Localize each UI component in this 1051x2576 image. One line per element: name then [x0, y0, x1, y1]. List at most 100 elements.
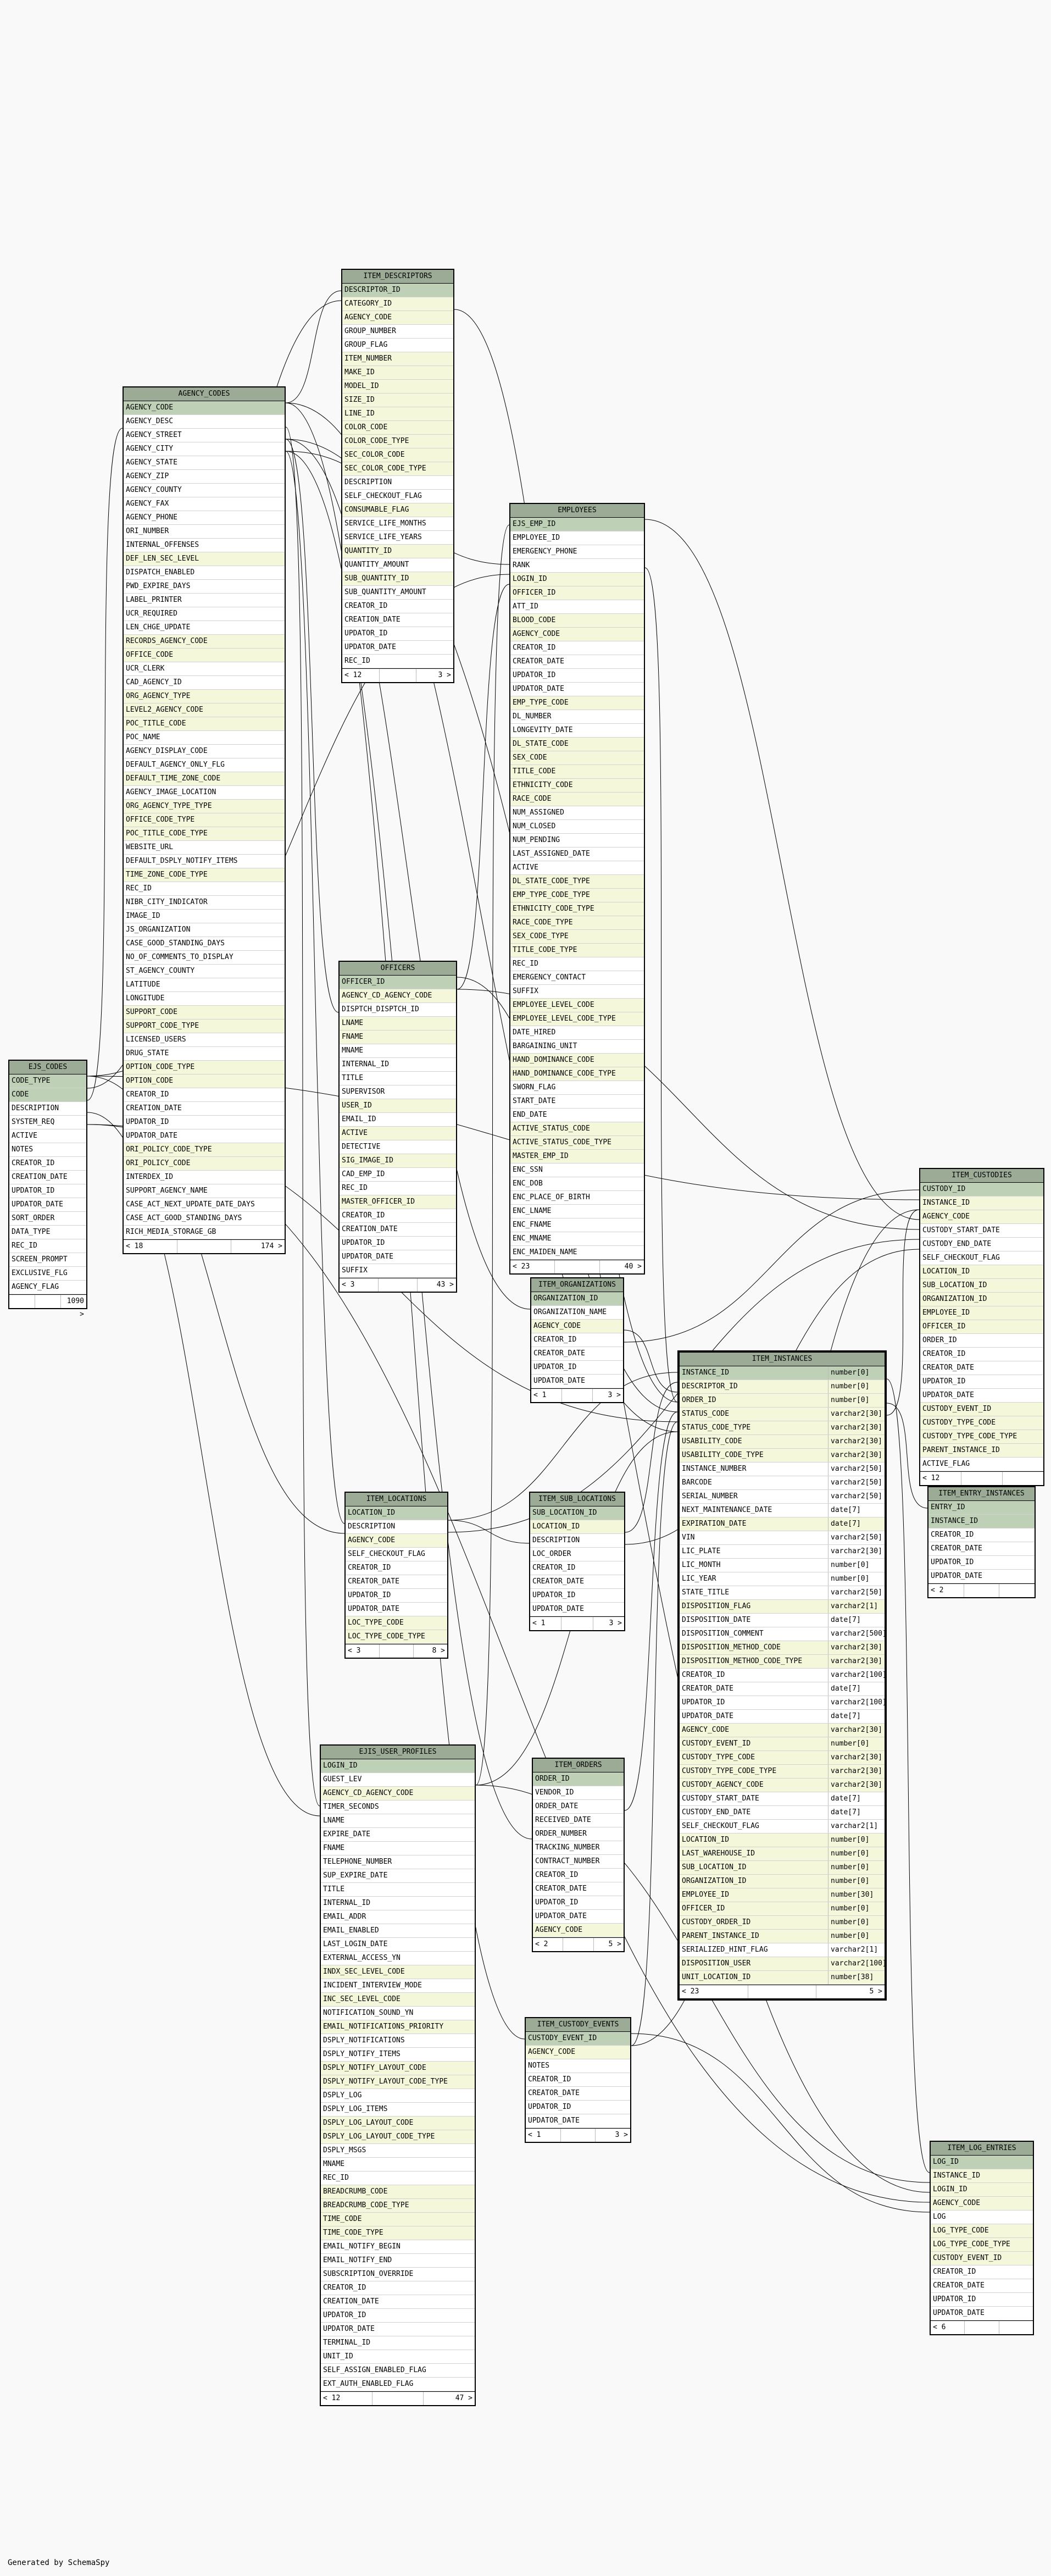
column-row[interactable]: LOC_TYPE_CODE_TYPE — [346, 1630, 447, 1644]
column-row[interactable]: GROUP_FLAG — [342, 339, 453, 352]
column-row[interactable]: SEX_CODE — [510, 751, 644, 765]
column-row[interactable]: JS_ORGANIZATION — [124, 923, 285, 937]
children-count[interactable]: 40 > — [624, 1262, 642, 1271]
column-row[interactable]: UPDATOR_DATE — [533, 1910, 624, 1924]
column-row[interactable]: DEF_LEN_SEC_LEVEL — [124, 552, 285, 566]
column-row[interactable]: UPDATOR_DATE — [526, 2114, 630, 2128]
column-row[interactable]: HAND_DOMINANCE_CODE — [510, 1054, 644, 1067]
column-row[interactable]: AGENCY_CODE — [533, 1924, 624, 1937]
column-row[interactable]: LONGITUDE — [124, 992, 285, 1006]
column-row[interactable]: ACTIVE_FLAG — [920, 1458, 1043, 1471]
column-row[interactable]: AGENCY_COUNTY — [124, 484, 285, 497]
column-row[interactable]: SELF_CHECKOUT_FLAG — [342, 490, 453, 503]
column-row[interactable]: CREATION_DATE — [342, 613, 453, 627]
column-row[interactable]: ORI_POLICY_CODE — [124, 1157, 285, 1171]
column-row[interactable]: SUB_QUANTITY_ID — [342, 572, 453, 586]
column-row[interactable]: CASE_ACT_GOOD_STANDING_DAYS — [124, 1212, 285, 1226]
column-row[interactable]: BLOOD_CODE — [510, 614, 644, 628]
column-row[interactable]: SEX_CODE_TYPE — [510, 930, 644, 944]
parents-count[interactable]: < 12 — [342, 669, 380, 682]
column-row[interactable]: SUB_LOCATION_ID — [920, 1279, 1043, 1293]
column-row[interactable]: INC_SEC_LEVEL_CODE — [321, 1993, 475, 2007]
column-row[interactable]: UPDATOR_ID — [9, 1184, 86, 1198]
column-row[interactable]: DSPLY_NOTIFY_ITEMS — [321, 2048, 475, 2062]
column-row[interactable]: MNAME — [340, 1044, 456, 1058]
column-row[interactable]: POC_TITLE_CODE — [124, 717, 285, 731]
column-row[interactable]: SUBSCRIPTION_OVERRIDE — [321, 2268, 475, 2281]
column-row[interactable]: NIBR_CITY_INDICATOR — [124, 896, 285, 910]
column-row[interactable]: CREATOR_ID — [533, 1869, 624, 1882]
parents-count[interactable]: < 18 — [124, 1240, 177, 1253]
column-row[interactable]: ITEM_NUMBER — [342, 352, 453, 366]
column-row[interactable]: ORI_POLICY_CODE_TYPE — [124, 1143, 285, 1157]
column-row[interactable]: AGENCY_FLAG — [9, 1281, 86, 1294]
column-row[interactable]: INSTANCE_ID — [920, 1196, 1043, 1210]
column-row[interactable]: EMPLOYEE_ID — [920, 1306, 1043, 1320]
column-row[interactable]: EMAIL_NOTIFY_BEGIN — [321, 2240, 475, 2254]
column-row[interactable]: NOTES — [526, 2059, 630, 2073]
column-row[interactable]: NUM_PENDING — [510, 834, 644, 847]
column-row[interactable]: RACE_CODE — [510, 793, 644, 806]
column-row[interactable]: FNAME — [321, 1842, 475, 1855]
column-row[interactable]: UPDATOR_DATE — [321, 2323, 475, 2336]
column-row[interactable]: POC_NAME — [124, 731, 285, 745]
column-row[interactable]: ORG_AGENCY_TYPE — [124, 690, 285, 703]
column-row[interactable]: CUSTODY_EVENT_ID — [931, 2252, 1033, 2265]
column-row[interactable]: UPDATOR_DATE — [531, 1375, 623, 1388]
column-row[interactable]: CONTRACT_NUMBER — [533, 1855, 624, 1869]
column-row[interactable]: TITLE — [340, 1072, 456, 1085]
column-row[interactable]: CREATOR_DATE — [533, 1882, 624, 1896]
column-row[interactable]: FNAME — [340, 1031, 456, 1044]
column-row[interactable]: INTERNAL_ID — [321, 1897, 475, 1910]
column-row[interactable]: INSTANCE_ID — [928, 1515, 1035, 1528]
column-row[interactable]: AGENCY_PHONE — [124, 511, 285, 525]
column-row[interactable]: GROUP_NUMBER — [342, 325, 453, 339]
column-row[interactable]: LNAME — [321, 1814, 475, 1828]
column-row[interactable]: BREADCRUMB_CODE — [321, 2185, 475, 2199]
column-row[interactable]: SWORN_FLAG — [510, 1081, 644, 1095]
column-row[interactable]: EMPLOYEE_LEVEL_CODE — [510, 999, 644, 1012]
column-row[interactable]: DSPLY_NOTIFY_LAYOUT_CODE — [321, 2062, 475, 2075]
column-row[interactable]: UPDATOR_ID — [526, 2101, 630, 2114]
column-row[interactable]: AGENCY_DISPLAY_CODE — [124, 745, 285, 758]
column-row[interactable]: ENC_MAIDEN_NAME — [510, 1246, 644, 1260]
parents-count[interactable]: < 2 — [533, 1938, 564, 1951]
column-row[interactable]: ORDER_ID — [533, 1772, 624, 1786]
column-row[interactable]: ORG_AGENCY_TYPE_TYPE — [124, 800, 285, 813]
column-row[interactable]: EJS_EMP_ID — [510, 518, 644, 531]
column-row[interactable]: ORDER_NUMBER — [533, 1827, 624, 1841]
column-row[interactable]: UPDATOR_ID — [342, 627, 453, 641]
column-row[interactable]: UPDATOR_ID — [931, 2293, 1033, 2307]
column-row[interactable]: UPDATOR_DATE — [928, 1570, 1035, 1583]
column-row[interactable]: UPDATOR_DATE — [920, 1389, 1043, 1403]
column-row[interactable]: CREATOR_ID — [530, 1561, 624, 1575]
column-row[interactable]: SUFFIX — [510, 985, 644, 999]
column-row[interactable]: ENC_DOB — [510, 1177, 644, 1191]
column-row[interactable]: OPTION_CODE — [124, 1074, 285, 1088]
table-title[interactable]: EJIS_USER_PROFILES — [321, 1746, 475, 1759]
column-row[interactable]: MASTER_OFFICER_ID — [340, 1195, 456, 1209]
column-row[interactable]: AGENCY_CD_AGENCY_CODE — [340, 989, 456, 1003]
column-row[interactable]: TITLE — [321, 1883, 475, 1897]
column-row[interactable]: CREATOR_ID — [321, 2281, 475, 2295]
column-row[interactable]: OPTION_CODE_TYPE — [124, 1061, 285, 1074]
column-row[interactable]: HAND_DOMINANCE_CODE_TYPE — [510, 1067, 644, 1081]
column-row[interactable]: NO_OF_COMMENTS_TO_DISPLAY — [124, 951, 285, 965]
column-row[interactable]: CREATOR_ID — [531, 1333, 623, 1347]
column-row[interactable]: SUP_EXPIRE_DATE — [321, 1869, 475, 1883]
